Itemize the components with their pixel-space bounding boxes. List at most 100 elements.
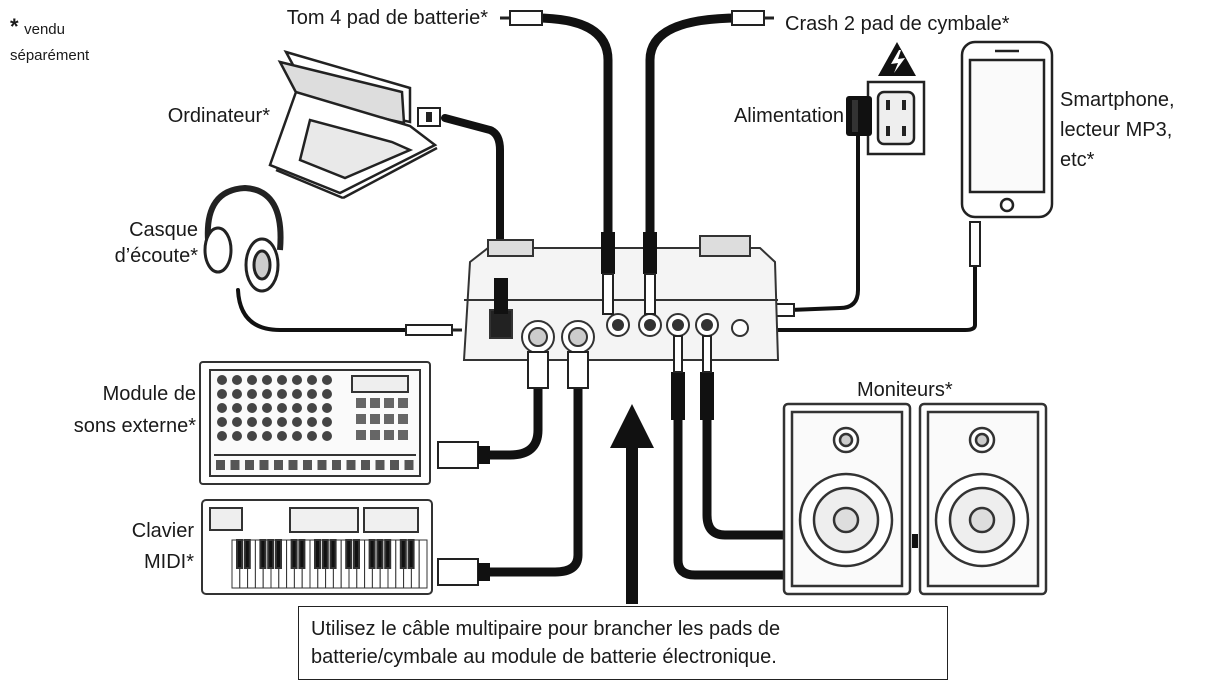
knob-icon [292,389,302,399]
midi-keyboard-label-1: Clavier [131,520,194,542]
knob-icon [247,403,257,413]
knob-icon [277,431,287,441]
step-button-icon [303,460,312,470]
knob-icon [322,417,332,427]
knob-icon [262,375,272,385]
legend-star: * [10,14,19,39]
black-key-icon [345,539,353,569]
monitor-cable-left [673,355,795,580]
laptop-icon [268,49,438,200]
computer-label: Ordinateur* [167,105,270,127]
power-outlet-icon [866,80,926,156]
step-button-icon [332,460,341,470]
smartphone-label-1: Smartphone, [1060,89,1175,111]
midi-keyboard-icon [201,499,433,595]
black-key-icon [329,539,337,569]
knob-icon [262,403,272,413]
black-key-icon [298,539,306,569]
monitor-cable-right [702,355,795,540]
midi-cable-2 [475,355,583,577]
sound-module-label-2: sons externe* [73,415,196,437]
pad-button-icon [398,430,408,440]
knob-icon [292,431,302,441]
black-key-icon [384,539,392,569]
step-button-icon [346,460,356,470]
knob-icon [322,403,332,413]
tom-plug-icon [500,10,543,26]
legend-line2: séparément [10,47,90,64]
knob-icon [247,417,257,427]
drum-module-icon [462,235,780,361]
knob-icon [307,403,317,413]
black-key-icon [399,539,407,569]
midi-plug-icon [437,441,490,586]
headphones-label-2: d’écoute* [114,245,198,267]
knob-icon [292,375,302,385]
black-key-icon [243,539,251,569]
knob-icon [247,431,257,441]
step-button-icon [404,460,414,470]
step-button-icon [259,460,269,470]
white-key-icon [418,539,428,589]
knob-icon [232,431,242,441]
crash-cable [645,13,745,320]
knob-icon [217,417,227,427]
knob-icon [292,417,302,427]
pad-button-icon [398,398,408,408]
black-key-icon [321,539,329,569]
black-key-icon [267,539,275,569]
studio-monitor-left-icon [782,402,912,596]
knob-icon [217,375,227,385]
pad-button-icon [356,398,366,408]
knob-icon [217,431,227,441]
headphones-plug-icon [405,324,462,336]
black-key-icon [353,539,360,569]
instruction-note-line1: Utilisez le câble multipaire pour branch… [311,618,781,640]
black-key-icon [236,539,243,569]
knob-icon [232,389,242,399]
step-button-icon [216,460,225,470]
step-button-icon [230,460,240,470]
smartphone-icon [960,40,1054,219]
sound-module-icon [199,361,431,485]
crash-label: Crash 2 pad de cymbale* [785,13,1010,35]
pad-button-icon [370,398,380,408]
smartphone-label-3: etc* [1060,149,1095,171]
knob-icon [322,375,332,385]
black-key-icon [275,539,282,569]
instruction-note-line2: batterie/cymbale au module de batterie é… [311,646,777,668]
sound-module-label-1: Module de [102,383,196,405]
knob-icon [277,375,287,385]
usb-plug-icon [417,107,441,127]
step-button-icon [288,460,298,470]
headphones-cable [236,288,412,332]
step-button-icon [317,460,327,470]
step-button-icon [390,460,399,470]
knob-icon [277,403,287,413]
knob-icon [307,417,317,427]
crash-plug-icon [731,10,774,26]
black-key-icon [376,539,384,569]
knob-icon [262,389,272,399]
knob-icon [262,431,272,441]
pad-button-icon [384,430,394,440]
monitors-label: Moniteurs* [857,379,953,401]
power-label: Alimentation [733,105,844,127]
smartphone-label-2: lecteur MP3, [1060,119,1173,141]
pad-button-icon [384,414,394,424]
step-button-icon [274,460,283,470]
knob-icon [217,389,227,399]
studio-monitor-right-icon [918,402,1048,596]
pad-button-icon [370,414,380,424]
pad-button-icon [356,430,366,440]
black-key-icon [259,539,267,569]
knob-icon [322,431,332,441]
pad-button-icon [356,414,366,424]
knob-icon [307,389,317,399]
pad-button-icon [370,430,380,440]
knob-icon [262,417,272,427]
usb-cable [441,114,504,304]
pad-button-icon [398,414,408,424]
knob-icon [232,375,242,385]
